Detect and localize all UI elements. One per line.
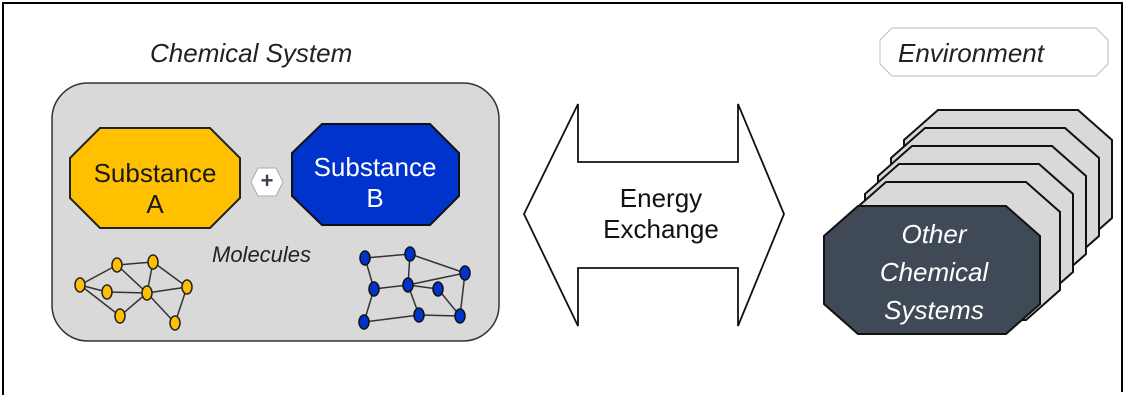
- energy-exchange-line1: Energy: [619, 183, 703, 213]
- plus-sign: +: [260, 168, 274, 193]
- substance-a-label: Substance A: [70, 158, 240, 220]
- substance-b-line2: B: [366, 183, 384, 213]
- substance-b-octagon: [291, 123, 460, 226]
- other-systems-label: Other Chemical Systems: [824, 215, 1044, 329]
- other-systems-line2: Chemical: [879, 257, 989, 287]
- substance-a-line2: A: [146, 189, 164, 219]
- energy-exchange-arrow: [522, 103, 785, 327]
- environment-title-box: [879, 27, 1109, 77]
- substance-a-octagon: [69, 127, 241, 229]
- molecule-a-atoms: [74, 254, 193, 331]
- molecules-label: Molecules: [212, 242, 312, 267]
- environment-title: Environment: [898, 38, 1044, 68]
- other-systems-line1: Other: [901, 219, 967, 249]
- molecule-b-atoms: [358, 246, 471, 330]
- energy-exchange-line2: Exchange: [603, 214, 719, 244]
- other-systems-card: [823, 205, 1041, 335]
- substance-b-line1: Substance: [313, 152, 437, 182]
- other-systems-line3: Systems: [884, 295, 984, 325]
- plus-badge: [250, 167, 284, 197]
- energy-exchange-label: Energy Exchange: [576, 183, 746, 245]
- chemical-system-title: Chemical System: [150, 38, 353, 68]
- substance-a-line1: Substance: [93, 158, 217, 188]
- substance-b-label: Substance B: [290, 152, 460, 214]
